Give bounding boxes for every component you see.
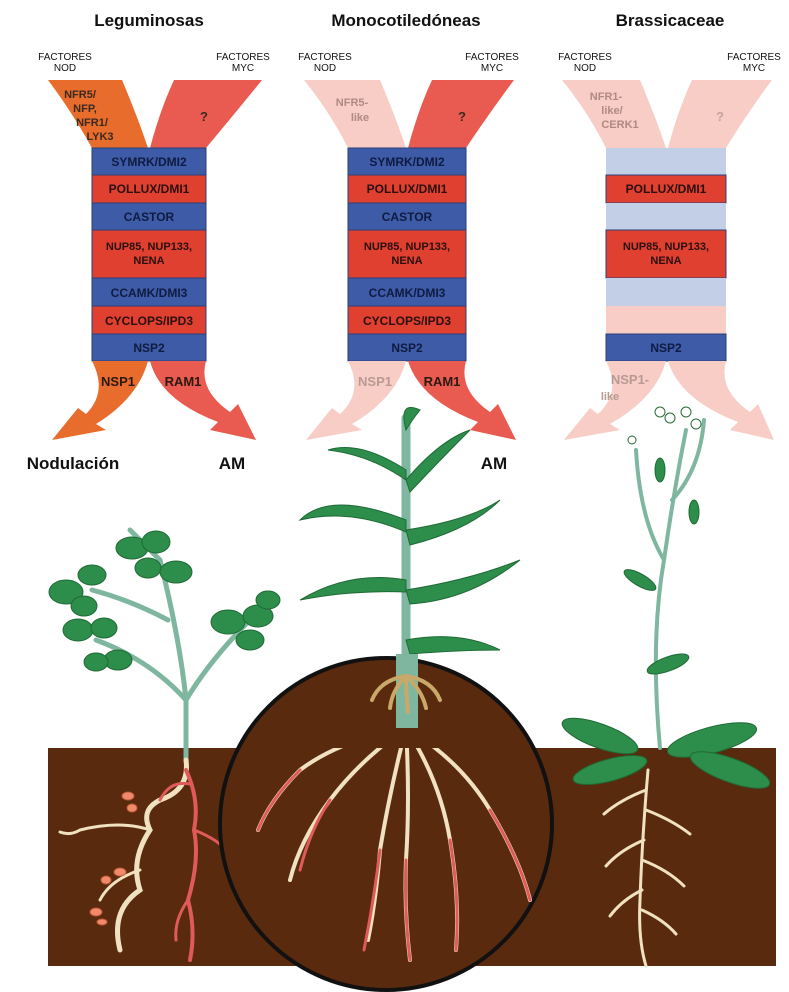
myc-factor-label: FACTORES [727, 52, 781, 63]
myc-receptor-question: ? [200, 109, 208, 124]
out-nsp1-like-label: like [601, 391, 619, 403]
nod-receptor-label: NFR1/ [76, 117, 108, 129]
gene-band-nup [348, 230, 466, 278]
nod-receptor-label: NFP, [73, 103, 97, 115]
gene-band-nup [606, 230, 726, 278]
gene-band-empty [606, 278, 726, 306]
gene-label: CCAMK/DMI3 [111, 286, 188, 300]
nod-factor-label: NOD [54, 63, 76, 74]
myc-receptor-question: ? [716, 109, 724, 124]
am-output-arrow [668, 361, 774, 440]
outcome-am: AM [219, 454, 245, 473]
gene-label: NSP2 [650, 341, 682, 355]
gene-label: NENA [391, 255, 422, 267]
nod-receptor-label: CERK1 [601, 119, 638, 131]
gene-label: NUP85, NUP133, [106, 241, 192, 253]
gene-label: NENA [650, 255, 681, 267]
outcome-nodulacion: Nodulación [27, 454, 120, 473]
out-nsp1-label: NSP1 [358, 374, 392, 389]
pathway-brassicaceae: FACTORES NOD FACTORES MYC NFR1- like/ CE… [558, 52, 781, 440]
am-output-arrow [150, 361, 256, 440]
flowers [628, 407, 701, 444]
myc-receptor-question: ? [458, 109, 466, 124]
nod-receptor-label: LYK3 [86, 131, 113, 143]
monocot-plant-illustration [220, 408, 552, 991]
am-output-arrow [408, 361, 516, 440]
nod-factor-label: FACTORES [38, 52, 92, 63]
myc-factor-label: FACTORES [216, 52, 270, 63]
gene-label: POLLUX/DMI1 [626, 182, 707, 196]
gene-label: POLLUX/DMI1 [367, 182, 448, 196]
outcome-am: AM [481, 454, 507, 473]
leaf-cluster [49, 531, 280, 671]
myc-factor-label: MYC [743, 63, 765, 74]
gene-label: CASTOR [124, 210, 175, 224]
gene-label: NUP85, NUP133, [623, 241, 709, 253]
nod-receptor-label: NFR5- [336, 97, 369, 109]
rosette-leaves [558, 458, 773, 796]
gene-band-nup [92, 230, 206, 278]
gene-label: NSP2 [391, 341, 423, 355]
nod-factor-label: FACTORES [298, 52, 352, 63]
gene-label: NENA [133, 255, 164, 267]
out-ram1-label: RAM1 [165, 374, 202, 389]
nod-receptor-label: NFR1- [590, 91, 623, 103]
nod-factor-label: FACTORES [558, 52, 612, 63]
nodulation-output-arrow [52, 361, 148, 440]
myc-factor-label: MYC [232, 63, 254, 74]
gene-label: CASTOR [382, 210, 433, 224]
gene-label: NSP2 [133, 341, 165, 355]
out-nsp1-label: NSP1 [101, 374, 135, 389]
title-brassicaceae: Brassicaceae [616, 11, 725, 30]
nod-factor-label: NOD [574, 63, 596, 74]
gene-label: CYCLOPS/IPD3 [363, 314, 451, 328]
nodulation-output-arrow [306, 361, 406, 440]
gene-label: POLLUX/DMI1 [109, 182, 190, 196]
nod-factor-label: NOD [314, 63, 336, 74]
gene-label: NUP85, NUP133, [364, 241, 450, 253]
gene-label: CCAMK/DMI3 [369, 286, 446, 300]
nod-receptor-label: NFR5/ [64, 89, 96, 101]
title-monocotiledoneas: Monocotiledóneas [331, 11, 480, 30]
gene-label: CYCLOPS/IPD3 [105, 314, 193, 328]
nod-receptor-label: like/ [601, 105, 622, 117]
gene-band-empty [606, 306, 726, 334]
out-ram1-label: RAM1 [424, 374, 461, 389]
myc-factor-label: FACTORES [465, 52, 519, 63]
myc-factor-label: MYC [481, 63, 503, 74]
gene-label: SYMRK/DMI2 [111, 155, 187, 169]
gene-band-empty [606, 203, 726, 230]
title-leguminosas: Leguminosas [94, 11, 204, 30]
gene-label: SYMRK/DMI2 [369, 155, 445, 169]
out-nsp1-like-label: NSP1- [611, 372, 649, 387]
pathway-leguminosas: FACTORES NOD FACTORES MYC NFR5/ NFP, NFR… [27, 52, 270, 473]
nod-receptor-label: like [351, 112, 369, 124]
gene-band-empty [606, 148, 726, 175]
